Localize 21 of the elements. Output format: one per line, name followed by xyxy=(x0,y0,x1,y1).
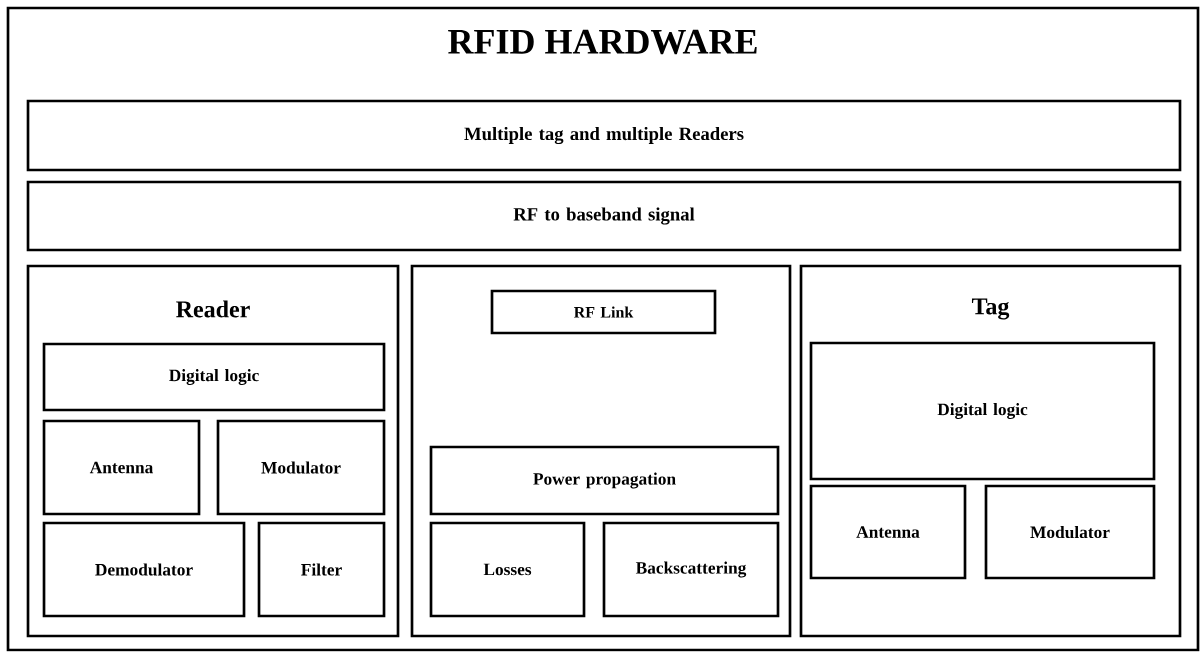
panel xyxy=(6,6,1200,652)
label-box: Antenna xyxy=(809,484,967,580)
label-box: RF to baseband signal xyxy=(26,180,1182,252)
label-box: Filter xyxy=(257,521,386,618)
label-box: Backscattering xyxy=(602,521,780,618)
panel-heading: Tag xyxy=(972,298,1010,320)
label-box: Modulator xyxy=(216,419,386,516)
label-box: Antenna xyxy=(42,419,201,516)
label-box: Power propagation xyxy=(429,445,780,516)
panel xyxy=(799,264,1182,638)
label-box: Digital logic xyxy=(809,341,1156,481)
label-box: Demodulator xyxy=(42,521,246,618)
label-box: Losses xyxy=(429,521,586,618)
label-box: Modulator xyxy=(984,484,1156,580)
label-box: RF Link xyxy=(490,289,717,335)
panel-heading: RFID HARDWARE xyxy=(448,29,757,55)
panel-heading: Reader xyxy=(176,300,250,318)
panel xyxy=(26,264,400,638)
label-box: Multiple tag and multiple Readers xyxy=(26,99,1182,172)
panel xyxy=(410,264,792,638)
label-box: Digital logic xyxy=(42,342,386,412)
